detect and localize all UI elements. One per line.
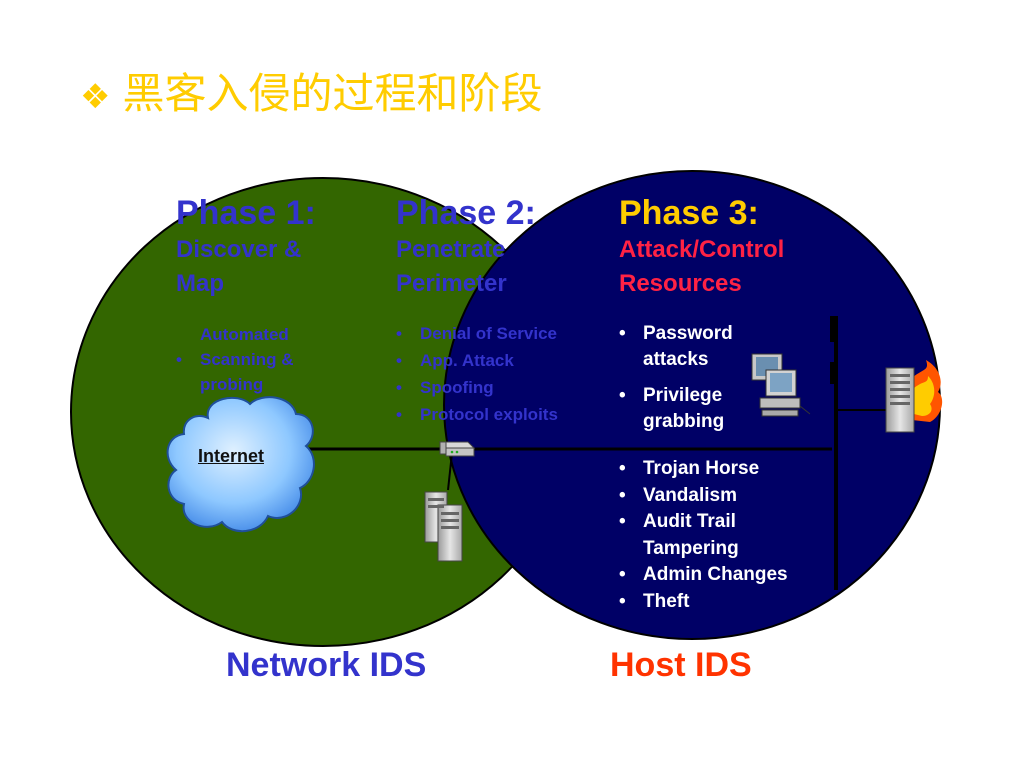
phase1-list: Automated • Scanning & probing: [176, 322, 294, 397]
phase3-item: Theft: [619, 589, 788, 616]
cloud-icon: [166, 396, 315, 533]
diamond-bullet-icon: ❖: [80, 77, 111, 117]
title-text: 黑客入侵的过程和阶段: [122, 69, 543, 118]
host-ids-label: Host IDS: [610, 646, 752, 684]
phase3-item: Vandalism: [619, 483, 788, 510]
phase2-list: Denial of Service App. Attack Spoofing P…: [396, 320, 558, 428]
phase3-sub-line1: Attack/Control: [619, 236, 785, 263]
phase2-item: App. Attack: [396, 347, 558, 374]
phase3-item-line: Trojan Horse: [643, 458, 760, 479]
network-ids-label: Network IDS: [226, 646, 427, 684]
phase3-item-line: grabbing: [643, 411, 725, 432]
port-block-top: [830, 316, 838, 342]
router-icon: [438, 441, 476, 457]
phase3-list-bottom: Trojan Horse Vandalism Audit Trail Tampe…: [619, 456, 788, 615]
phase1-item-line1: Automated: [200, 325, 289, 344]
phase1-heading: Phase 1:: [176, 194, 316, 232]
phase3-item-line: Theft: [643, 590, 690, 612]
router-to-server-line: [447, 452, 453, 491]
phase2-block: Phase 2: Penetrate Perimeter: [396, 194, 536, 301]
page-title: ❖ 黑客入侵的过程和阶段: [80, 60, 543, 121]
phase3-item-line: Admin Changes: [643, 564, 788, 585]
phase2-item: Spoofing: [396, 374, 558, 401]
phase3-block: Phase 3: Attack/Control Resources: [619, 194, 784, 301]
internet-label: Internet: [198, 446, 265, 466]
phase3-sub-line2: Resources: [619, 270, 742, 297]
phase1-sub-line1: Discover &: [176, 236, 302, 263]
server-stack-icon: [424, 491, 463, 562]
bullet: •: [176, 350, 182, 369]
phase3-heading: Phase 3:: [619, 194, 759, 232]
phase3-item-line: Password: [643, 323, 733, 344]
phase3-item-line: Privilege: [643, 385, 723, 406]
phase1-block: Phase 1: Discover & Map: [176, 194, 316, 301]
phase3-item-line: Tampering: [643, 537, 739, 559]
phase2-heading: Phase 2:: [396, 194, 536, 232]
phase2-sub-line1: Penetrate: [396, 236, 506, 263]
phase1-item-line2-text: Scanning &: [200, 350, 294, 369]
phase1-sub-line2: Map: [176, 270, 224, 297]
phase3-item: Audit Trail Tampering: [619, 509, 788, 562]
phase1-item-line2: • Scanning &: [176, 347, 294, 372]
phase3-item-line: Audit Trail: [643, 511, 736, 532]
phase3-list-top: Password attacks Privilege grabbing: [619, 321, 733, 435]
port-block-bottom: [830, 362, 838, 384]
phase3-item-line: attacks: [643, 349, 709, 370]
phase2-item: Protocol exploits: [396, 401, 558, 428]
phase2-item: Denial of Service: [396, 320, 558, 347]
phase1-item-line3: probing: [200, 375, 264, 394]
phase3-item: Trojan Horse: [619, 456, 788, 483]
phase3-item: Password attacks: [619, 321, 733, 373]
phase2-sub-line2: Perimeter: [396, 270, 507, 297]
phase3-item-line: Vandalism: [643, 484, 737, 506]
workstation-icon: [751, 353, 811, 417]
phase3-item: Admin Changes: [619, 562, 788, 589]
server-fire-icon: [885, 360, 943, 433]
phase3-item: Privilege grabbing: [619, 383, 733, 435]
